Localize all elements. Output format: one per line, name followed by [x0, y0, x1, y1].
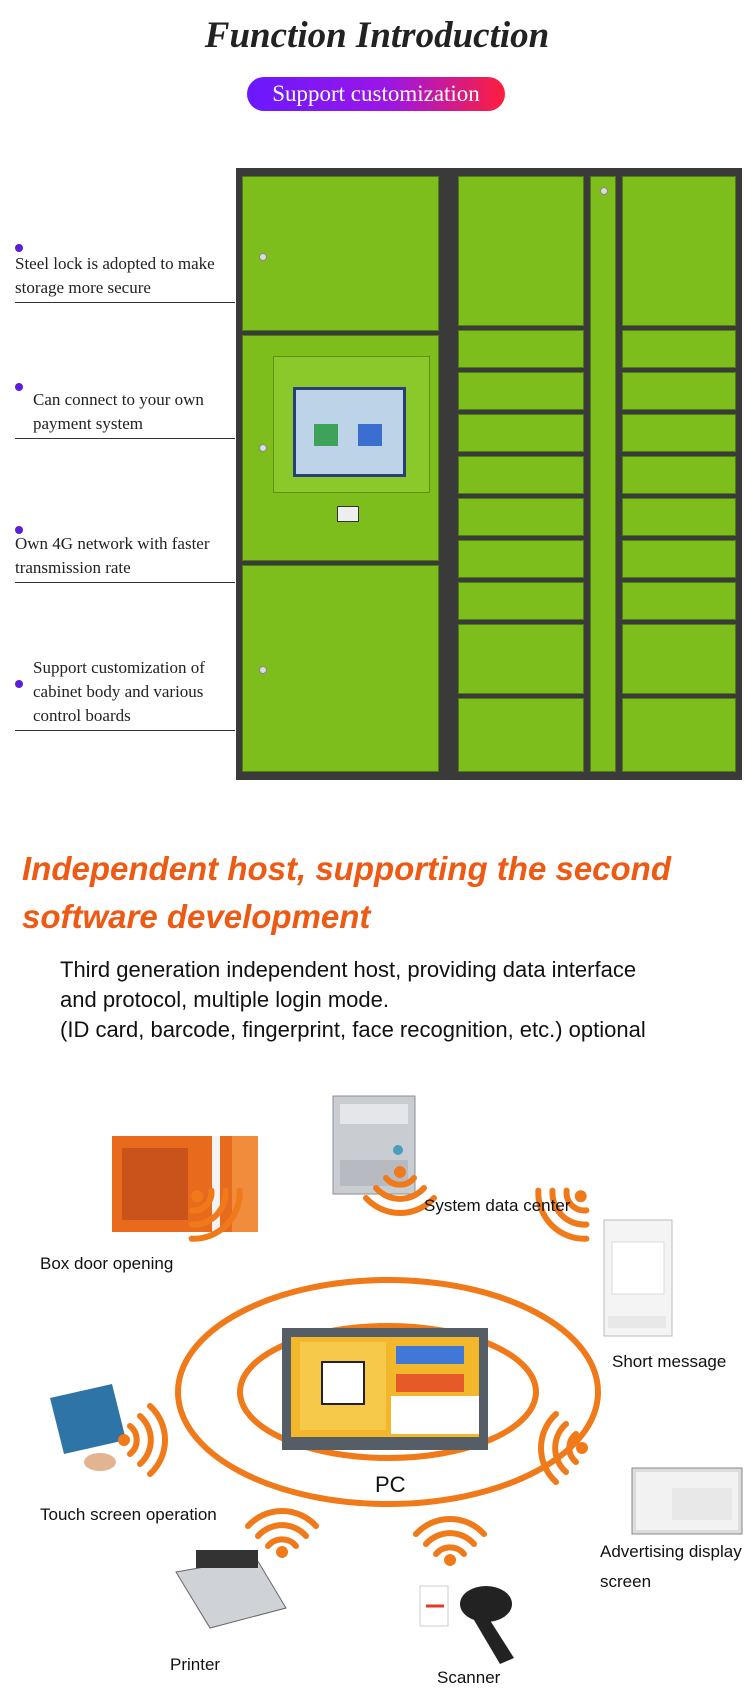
locker-door	[622, 498, 736, 536]
locker-door	[458, 498, 584, 536]
host-description: Third generation independent host, provi…	[60, 955, 750, 1045]
ad-screen-label-line2: screen	[600, 1572, 652, 1591]
bullet-dot	[15, 526, 23, 534]
locker-door	[458, 372, 584, 410]
locker-door	[622, 540, 736, 578]
locker-door	[458, 540, 584, 578]
touch-screen[interactable]	[293, 387, 406, 477]
feature-payment: Can connect to your own payment system	[15, 383, 235, 439]
locker-door	[622, 624, 736, 694]
locker-door	[622, 698, 736, 772]
locker-door	[458, 624, 584, 694]
feature-4g: Own 4G network with faster transmission …	[15, 526, 235, 583]
scanner-label: Scanner	[437, 1668, 501, 1687]
screen-bezel	[273, 356, 430, 493]
pc-label: PC	[375, 1472, 406, 1497]
screen-app-tile	[358, 424, 382, 446]
pc-screen-icon	[282, 1328, 488, 1450]
phone-sms-icon	[603, 1219, 673, 1337]
locker-door	[622, 176, 736, 326]
sms-label: Short message	[612, 1352, 727, 1371]
customization-badge: Support customization	[247, 77, 505, 111]
feature-text: Support customization of cabinet body an…	[33, 658, 205, 725]
advertising-screen-icon	[631, 1467, 743, 1535]
box-door-image	[112, 1136, 258, 1232]
printer-icon	[175, 1550, 287, 1629]
feature-text: Can connect to your own payment system	[33, 390, 204, 433]
bullet-dot	[15, 680, 23, 688]
host-heading-line2: software development	[22, 898, 371, 935]
locker-door	[622, 372, 736, 410]
lock-icon	[259, 666, 267, 674]
control-panel-door	[242, 335, 439, 561]
bullet-dot	[15, 383, 23, 391]
card-reader	[337, 506, 359, 522]
locker-door	[458, 414, 584, 452]
ad-screen-label-line1: Advertising display	[600, 1542, 742, 1561]
inner-ring	[237, 1323, 539, 1461]
feature-steel-lock: Steel lock is adopted to make storage mo…	[15, 244, 235, 303]
locker-door	[458, 330, 584, 368]
touch-label: Touch screen operation	[40, 1505, 217, 1524]
host-desc-line2: and protocol, multiple login mode.	[60, 987, 389, 1012]
host-heading-line1: Independent host, supporting the second	[22, 850, 671, 887]
scanner-icon	[419, 1585, 514, 1664]
feature-customization: Support customization of cabinet body an…	[15, 656, 235, 731]
box-door-label: Box door opening	[40, 1254, 174, 1273]
connectivity-diagram	[50, 1095, 743, 1664]
locker-door	[458, 176, 584, 326]
bullet-dot	[15, 244, 23, 252]
lock-icon	[259, 444, 267, 452]
locker-door	[458, 456, 584, 494]
locker-door	[622, 414, 736, 452]
locker-door-top	[242, 176, 439, 331]
lock-icon	[600, 187, 608, 195]
locker-narrow-door	[590, 176, 616, 772]
wifi-icon	[248, 1511, 316, 1558]
locker-door-bottom	[242, 565, 439, 772]
wifi-icon	[541, 1414, 588, 1482]
ad-screen-label: Advertising display screen	[600, 1537, 742, 1597]
locker-door	[622, 456, 736, 494]
page-title: Function Introduction	[204, 15, 550, 56]
feature-text: Own 4G network with faster transmission …	[15, 534, 210, 577]
locker-door	[458, 582, 584, 620]
locker-door	[458, 698, 584, 772]
screen-content	[296, 390, 403, 474]
printer-label: Printer	[170, 1655, 221, 1674]
screen-app-tile	[314, 424, 338, 446]
locker-cabinet	[236, 168, 742, 780]
host-desc-line3: (ID card, barcode, fingerprint, face rec…	[60, 1017, 646, 1042]
host-desc-line1: Third generation independent host, provi…	[60, 957, 637, 982]
touch-screen-icon	[50, 1384, 126, 1471]
feature-text: Steel lock is adopted to make storage mo…	[15, 254, 215, 297]
data-center-label: System data center	[424, 1196, 571, 1215]
host-heading: Independent host, supporting the second …	[22, 845, 742, 941]
wifi-icon	[416, 1519, 484, 1566]
outer-ring	[175, 1277, 601, 1507]
locker-door	[622, 330, 736, 368]
wifi-icon	[118, 1406, 165, 1474]
server-icon	[332, 1095, 416, 1195]
lock-icon	[259, 253, 267, 261]
locker-door	[622, 582, 736, 620]
